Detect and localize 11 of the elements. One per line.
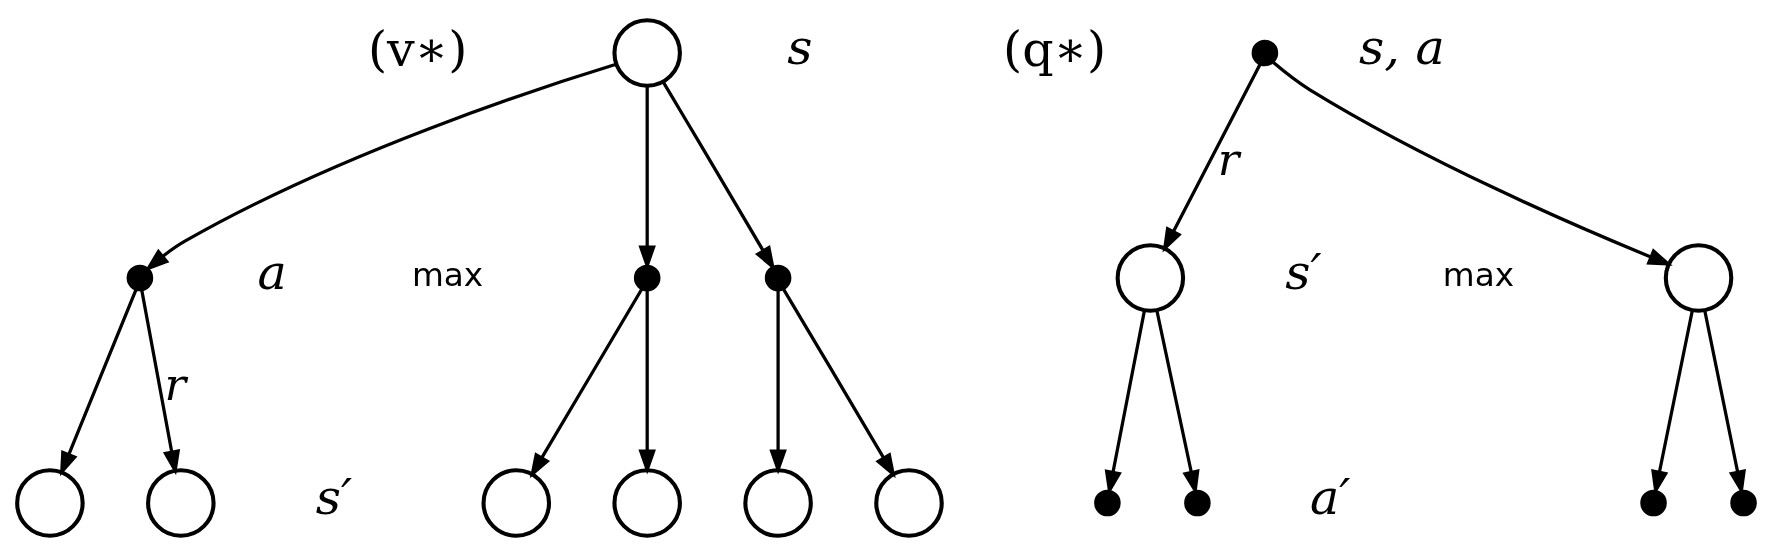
node-label: a	[257, 242, 287, 301]
node-label: s′	[1284, 242, 1322, 301]
node-label: s	[786, 17, 812, 76]
label: (q∗)	[1002, 19, 1106, 78]
label: max	[1442, 255, 1514, 294]
node-label: a′	[1309, 467, 1350, 526]
node-label: s, a	[1358, 17, 1445, 76]
label: (v∗)	[367, 19, 467, 78]
label: max	[411, 255, 483, 294]
edge-label: r	[163, 357, 186, 411]
node-label: s′	[315, 467, 352, 526]
